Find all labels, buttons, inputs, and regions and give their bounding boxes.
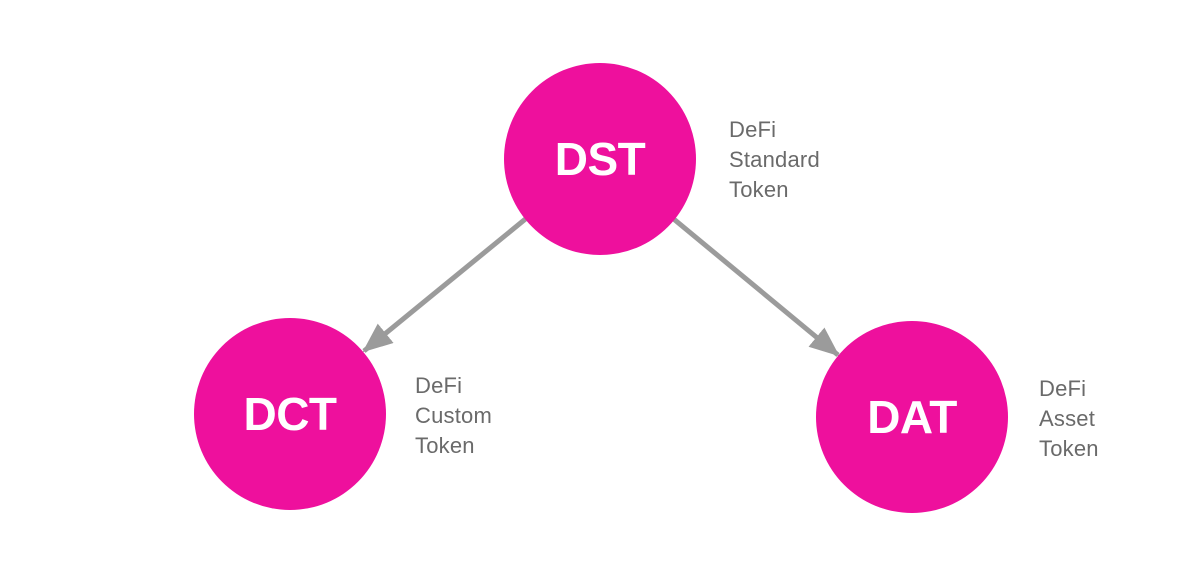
node-dat-abbr: DAT [867, 391, 957, 443]
node-dat-circle: DAT [816, 321, 1008, 513]
node-dct-abbr: DCT [243, 388, 337, 440]
label-dct-line-2: Custom [415, 403, 492, 428]
label-dat-line-1: DeFi [1039, 376, 1087, 401]
label-dct-line-3: Token [415, 433, 475, 458]
label-dst-line-1: DeFi [729, 117, 777, 142]
label-dat: DeFi Asset Token [1039, 374, 1099, 464]
label-dst-line-2: Standard [729, 147, 820, 172]
label-dst-line-3: Token [729, 177, 789, 202]
node-dct-circle: DCT [194, 318, 386, 510]
node-dst-circle: DST [504, 63, 696, 255]
label-dct-line-1: DeFi [415, 373, 463, 398]
label-dst: DeFi Standard Token [729, 115, 820, 205]
label-dct: DeFi Custom Token [415, 371, 492, 461]
node-dst-abbr: DST [554, 133, 646, 185]
label-dat-line-2: Asset [1039, 406, 1096, 431]
label-dat-line-3: Token [1039, 436, 1099, 461]
